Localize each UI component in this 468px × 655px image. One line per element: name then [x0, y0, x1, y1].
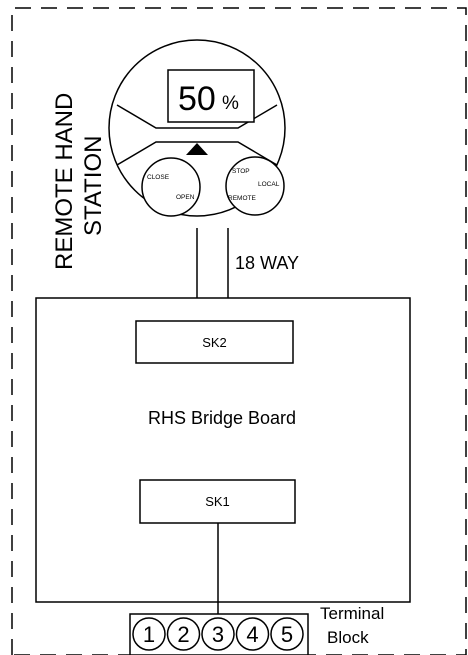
display-window — [167, 69, 255, 123]
close-open-knob[interactable]: CLOSE OPEN — [141, 157, 201, 217]
display-unit: % — [222, 93, 239, 114]
remote-hand-station: 50 % CLOSE OPEN STOP LOCAL REMOTE — [108, 39, 286, 217]
terminal-block-label-line1: Terminal — [320, 604, 384, 623]
connector-sk2 — [135, 320, 294, 364]
knob-open-label: OPEN — [176, 194, 195, 201]
terminal-3 — [201, 617, 235, 651]
cable-18-way — [196, 228, 229, 298]
rhs-bridge-board: SK2 RHS Bridge Board SK1 — [35, 297, 411, 603]
terminal-2 — [166, 617, 201, 651]
knob-close-label: CLOSE — [147, 174, 170, 181]
terminal-label-5: 5 — [281, 622, 293, 647]
pointer-triangle — [186, 143, 208, 155]
knob-stop-label: STOP — [232, 168, 250, 175]
station-upper-arc — [116, 104, 278, 129]
enclosure-dashed-border — [11, 7, 467, 655]
station-label-line1: REMOTE HAND — [51, 93, 78, 270]
terminal-label-1: 1 — [143, 622, 155, 647]
sk2-label: SK2 — [202, 335, 227, 350]
terminal-5 — [270, 617, 304, 651]
terminal-1 — [132, 617, 166, 651]
bridge-board-label: RHS Bridge Board — [148, 408, 296, 428]
cable-label: 18 WAY — [235, 253, 299, 273]
knob-local-label: LOCAL — [258, 181, 280, 188]
sk1-label: SK1 — [205, 494, 230, 509]
station-lower-arc — [116, 141, 278, 166]
display-value: 50 — [178, 80, 216, 118]
knob-remote-label: REMOTE — [228, 195, 256, 202]
terminal-label-2: 2 — [177, 622, 189, 647]
stop-local-remote-knob[interactable]: STOP LOCAL REMOTE — [225, 156, 285, 216]
station-label-line2: STATION — [80, 136, 107, 236]
terminal-label-3: 3 — [212, 622, 224, 647]
terminal-block-label-line2: Block — [327, 628, 369, 647]
station-label: REMOTE HAND STATION — [51, 93, 107, 270]
terminal-label-4: 4 — [246, 622, 258, 647]
terminal-4 — [235, 617, 270, 651]
